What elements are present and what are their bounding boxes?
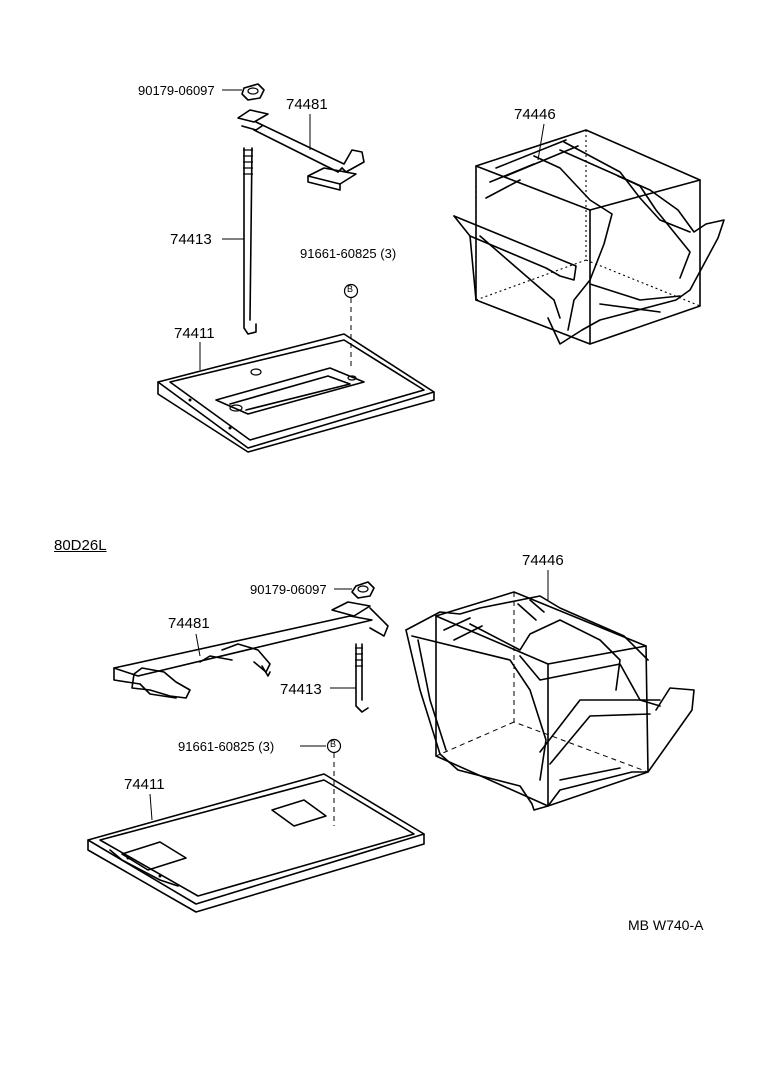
lower-bolt-label: 91661-60825 (3) [178, 740, 274, 753]
upper-tray-label: 74411 [174, 325, 215, 342]
upper-bolt-qty: (3) [380, 246, 397, 261]
clamp-lower [113, 601, 389, 699]
clamp-upper [237, 109, 365, 191]
upper-carrier-label: 74446 [514, 106, 556, 123]
section-label-80d26l: 80D26L [54, 537, 107, 554]
upper-nut-label: 90179-06097 [138, 83, 215, 98]
bolt-marker-upper [343, 283, 359, 370]
nut-upper [222, 83, 265, 101]
bolt-marker-lower [300, 738, 342, 826]
lower-nut-label: 90179-06097 [250, 582, 327, 597]
upper-clamp-label: 74481 [286, 96, 328, 113]
lower-carrier-label: 74446 [522, 552, 564, 569]
lower-clamp-label: 74481 [168, 615, 210, 632]
figure-reference: MB W740-A [628, 917, 704, 933]
upper-bolt-part: 91661-60825 [300, 246, 377, 261]
rod-upper [222, 147, 257, 335]
rod-lower [330, 643, 369, 713]
nut-lower [334, 581, 375, 599]
upper-rod-label: 74413 [170, 231, 212, 248]
upper-bolt-label: 91661-60825 (3) [300, 247, 396, 260]
lower-bolt-marker-letter: B [330, 739, 337, 749]
lower-bolt-qty: (3) [258, 739, 275, 754]
lower-bolt-part: 91661-60825 [178, 739, 255, 754]
lower-rod-label: 74413 [280, 681, 322, 698]
tray-lower [87, 773, 425, 913]
carrier-lower [405, 570, 695, 811]
lower-tray-label: 74411 [124, 776, 165, 793]
tray-upper [157, 333, 435, 453]
carrier-upper [453, 123, 725, 345]
upper-bolt-marker-letter: B [347, 284, 354, 294]
